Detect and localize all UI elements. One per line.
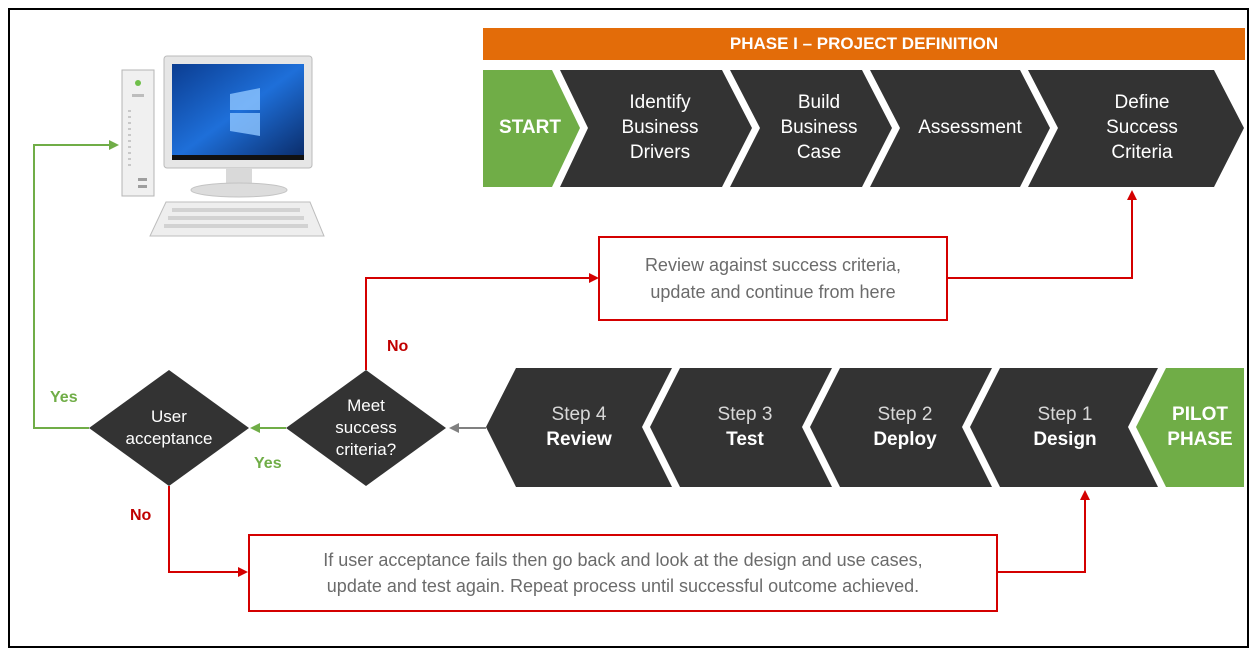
step2-number: Step 2 <box>877 403 933 425</box>
chevron-step3 <box>650 368 832 487</box>
arrow-user-yes <box>33 140 119 429</box>
arrow-to-define-criteria <box>948 190 1137 279</box>
start-chevron <box>483 70 580 187</box>
pilot-phase-chevron <box>1136 368 1244 487</box>
user-fail-note: If user acceptance fails then go back an… <box>248 534 998 612</box>
step-identify-label: Identify Business Drivers <box>621 92 699 163</box>
no-label-meet: No <box>387 338 409 355</box>
step1-name: Design <box>1033 428 1097 450</box>
chevron-step2 <box>810 368 992 487</box>
review-note: Review against success criteria, update … <box>598 236 948 321</box>
no-label-user: No <box>130 507 152 524</box>
chevron-step1 <box>970 368 1158 487</box>
chevron-step4 <box>486 368 672 487</box>
yes-label-user: Yes <box>50 389 78 406</box>
step2-name: Deploy <box>873 428 937 450</box>
chevron-build-case <box>730 70 892 187</box>
step2-label: Step 2 Deploy <box>830 368 980 487</box>
step4-name: Review <box>546 428 612 450</box>
step1-number: Step 1 <box>1037 403 1093 425</box>
phase-banner: PHASE I – PROJECT DEFINITION <box>483 28 1245 60</box>
arrow-user-no <box>168 486 248 577</box>
step-build-label: Build Business Case <box>780 92 858 163</box>
diagram-canvas <box>33 55 1244 577</box>
step3-number: Step 3 <box>717 403 773 425</box>
yes-label-meet: Yes <box>254 455 282 472</box>
step3-label: Step 3 Test <box>670 368 820 487</box>
desktop-computer-icon <box>121 55 325 237</box>
meet-criteria-diamond <box>286 370 446 486</box>
meet-criteria-label: Meet success criteria? <box>335 395 397 460</box>
user-acceptance-diamond <box>89 370 249 486</box>
step4-number: Step 4 <box>551 403 607 425</box>
step-assessment-label: Assessment <box>918 117 1022 139</box>
user-fail-note-text: If user acceptance fails then go back an… <box>323 549 923 596</box>
step4-label: Step 4 Review <box>504 368 654 487</box>
chevron-identify <box>560 70 752 187</box>
arrow-meet-no <box>365 273 599 370</box>
step3-name: Test <box>726 428 764 450</box>
start-label: START <box>499 117 561 139</box>
step1-label: Step 1 Design <box>990 368 1140 487</box>
step-define-label: Define Success Criteria <box>1106 92 1178 163</box>
chevron-assessment <box>870 70 1050 187</box>
arrow-to-design <box>997 490 1090 573</box>
pilot-phase-label: PILOT PHASE <box>1167 403 1233 450</box>
review-note-text: Review against success criteria, update … <box>644 255 902 302</box>
user-acceptance-label: User acceptance <box>125 406 213 448</box>
chevron-define-criteria <box>1028 70 1244 187</box>
